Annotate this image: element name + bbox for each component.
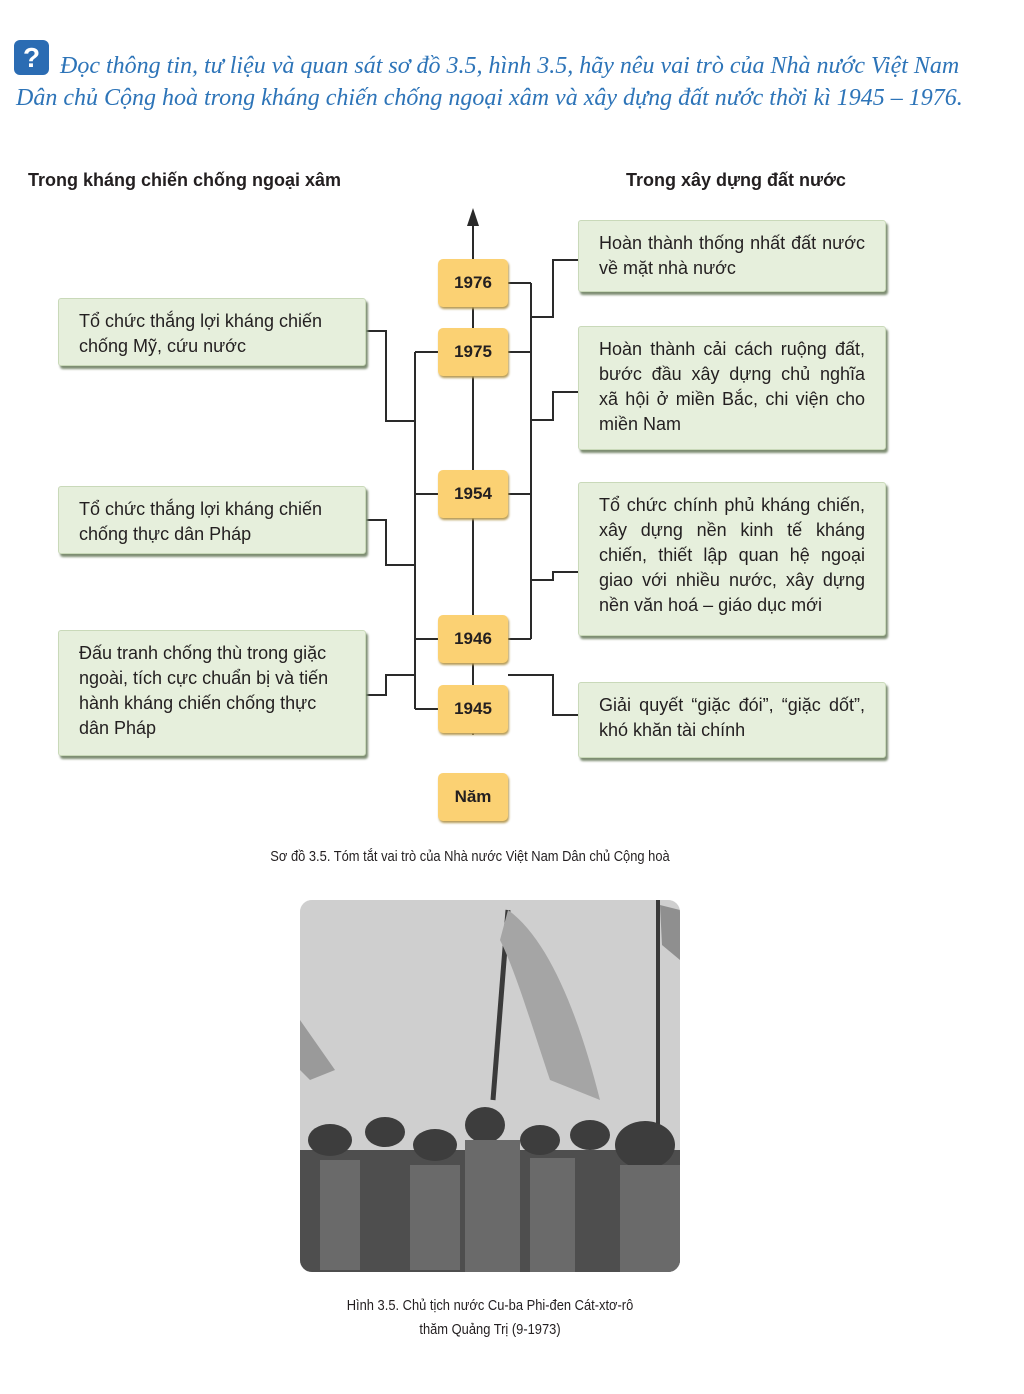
diagram-caption: Sơ đồ 3.5. Tóm tắt vai trò của Nhà nước … [270, 848, 670, 865]
axis-label-year: Năm [438, 773, 508, 821]
question-icon: ? [14, 40, 49, 75]
year-1975: 1975 [438, 328, 508, 376]
left-item-1954: Tổ chức thắng lợi kháng chiến chống thực… [58, 486, 366, 554]
year-1946: 1946 [438, 615, 508, 663]
year-1954: 1954 [438, 470, 508, 518]
photo-caption-line2: thăm Quảng Trị (9-1973) [419, 1321, 561, 1338]
left-column-heading: Trong kháng chiến chống ngoại xâm [28, 170, 342, 190]
right-item-1976: Hoàn thành thống nhất đất nước về mặt nh… [578, 220, 886, 292]
right-item-1945: Giải quyết “giặc đói”, “giặc dốt”, khó k… [578, 682, 886, 758]
left-item-1945: Đấu tranh chống thù trong giặc ngoài, tí… [58, 630, 366, 756]
historical-photo [300, 900, 680, 1272]
right-item-1954: Tổ chức chính phủ kháng chiến, xây dựng … [578, 482, 886, 636]
year-1976: 1976 [438, 259, 508, 307]
photo-caption: Hình 3.5. Chủ tịch nước Cu-ba Phi-đen Cá… [284, 1294, 697, 1342]
photo-caption-line1: Hình 3.5. Chủ tịch nước Cu-ba Phi-đen Cá… [346, 1297, 634, 1314]
left-item-1975: Tổ chức thắng lợi kháng chiến chống Mỹ, … [58, 298, 366, 366]
question-text: Đọc thông tin, tư liệu và quan sát sơ đồ… [16, 53, 963, 111]
year-1945: 1945 [438, 685, 508, 733]
right-item-1975: Hoàn thành cải cách ruộng đất, bước đầu … [578, 326, 886, 450]
right-column-heading: Trong xây dựng đất nước [626, 170, 846, 190]
